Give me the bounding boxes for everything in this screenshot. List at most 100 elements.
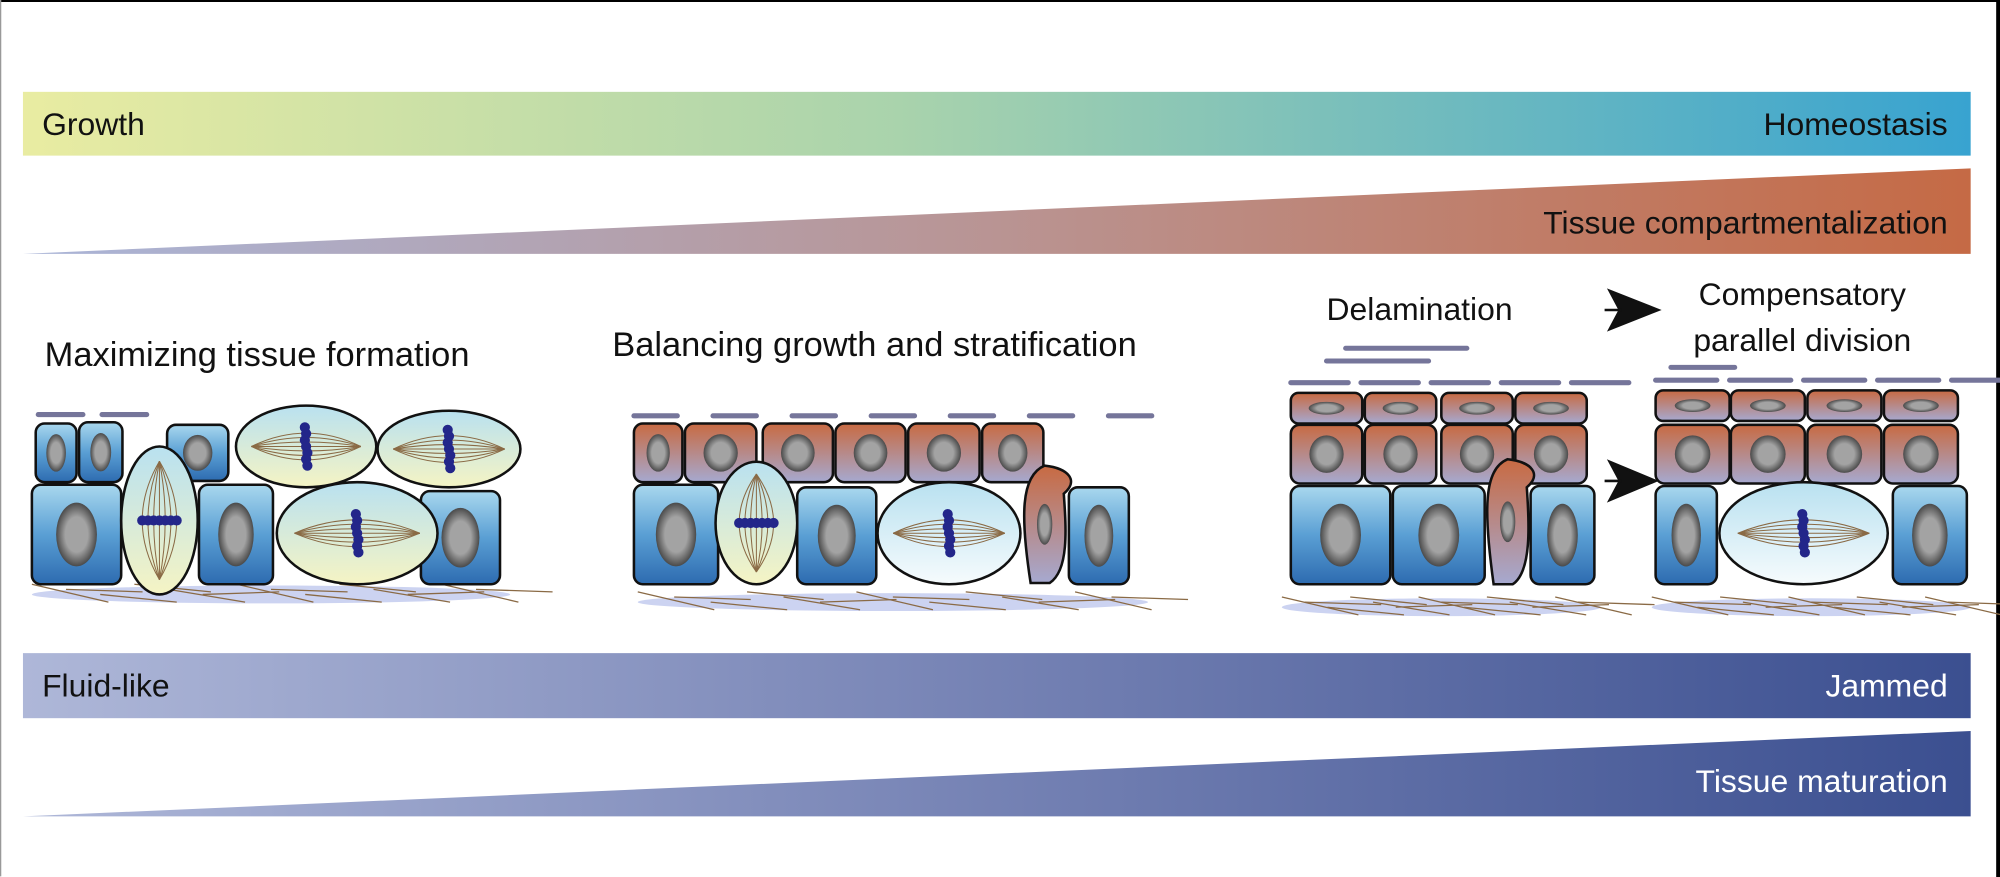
- cell: [1514, 423, 1589, 485]
- matrix-fiber: [1765, 604, 1843, 608]
- nucleus: [56, 502, 97, 567]
- mitotic-cell: [119, 445, 199, 596]
- matrix-fiber: [1947, 601, 2000, 605]
- basement-membrane: [1651, 598, 1971, 617]
- nucleus: [1418, 503, 1460, 567]
- squamous-cell: [1654, 389, 1731, 423]
- cell: [980, 422, 1045, 484]
- panel4-title-line1: Compensatory: [1699, 276, 1906, 312]
- nucleus: [90, 433, 112, 472]
- matrix-fiber: [1441, 601, 1518, 606]
- matrix-fiber: [236, 583, 314, 603]
- nucleus: [646, 434, 670, 472]
- matrix-fiber: [1924, 596, 2000, 616]
- nucleus: [1750, 435, 1786, 473]
- matrix-fiber: [339, 583, 416, 593]
- nucleus: [1309, 435, 1344, 473]
- matrix-fiber: [1532, 604, 1609, 608]
- matrix-fiber: [1304, 601, 1382, 606]
- matrix-fiber: [1486, 596, 1564, 606]
- cell: [906, 422, 981, 484]
- matrix-fiber: [819, 598, 897, 603]
- chromosome: [768, 517, 779, 529]
- nucleus: [926, 434, 962, 472]
- mitotic-cell: [234, 404, 378, 489]
- matrix-fiber: [1395, 604, 1473, 608]
- growth-homeostasis-bar: [22, 91, 1971, 156]
- matrix-fiber: [783, 596, 861, 611]
- delaminating-cell: [1022, 464, 1073, 585]
- nucleus: [1547, 503, 1578, 567]
- frame-right: [1996, 0, 2000, 877]
- matrix-fiber: [1856, 596, 1934, 606]
- nucleus: [1382, 401, 1419, 415]
- matrix-fiber: [441, 583, 519, 603]
- nucleus: [703, 434, 738, 472]
- squamous-cell: [1806, 389, 1883, 423]
- matrix-fiber: [1811, 601, 1888, 606]
- cell: [1729, 423, 1807, 485]
- mitotic-cell: [275, 480, 439, 586]
- squamous-cell: [1514, 391, 1589, 425]
- panel4-title-line2: parallel division: [1693, 322, 1911, 358]
- nucleus: [1826, 399, 1863, 413]
- growth-label: Growth: [42, 106, 145, 142]
- matrix-fiber: [202, 591, 280, 596]
- matrix-fiber: [373, 588, 451, 603]
- nucleus: [1036, 503, 1053, 545]
- matrix-fiber: [1902, 604, 1979, 608]
- matrix-fiber: [168, 588, 246, 603]
- homeostasis-label: Homeostasis: [1763, 106, 1947, 142]
- basement-membrane: [1281, 598, 1601, 617]
- squamous-cell: [1882, 389, 1960, 423]
- matrix-fiber: [1111, 596, 1189, 601]
- nucleus: [1533, 401, 1569, 415]
- nucleus: [183, 434, 213, 471]
- matrix-fiber: [1281, 596, 1359, 616]
- nucleus: [1903, 435, 1939, 473]
- matrix-fiber: [31, 583, 109, 603]
- cell: [34, 422, 78, 484]
- delaminating-cell: [1485, 457, 1536, 586]
- matrix-fiber: [965, 591, 1043, 601]
- cell: [30, 483, 123, 586]
- matrix-fiber: [66, 588, 143, 593]
- matrix-fiber: [856, 591, 934, 611]
- nucleus: [1533, 435, 1569, 473]
- nucleus: [46, 434, 66, 472]
- matrix-fiber: [929, 601, 1006, 611]
- nucleus: [1084, 504, 1114, 567]
- matrix-fiber: [100, 593, 177, 603]
- nucleus: [817, 504, 856, 567]
- matrix-fiber: [1464, 606, 1541, 616]
- nucleus: [1459, 435, 1495, 473]
- nucleus: [1308, 401, 1345, 415]
- matrix-fiber: [1555, 596, 1632, 616]
- nucleus: [1903, 399, 1939, 413]
- nucleus: [1674, 435, 1711, 473]
- matrix-fiber: [1002, 596, 1079, 611]
- matrix-fiber: [1742, 601, 1820, 616]
- matrix-fiber: [1697, 606, 1774, 616]
- cell: [1806, 423, 1883, 485]
- nucleus: [441, 507, 480, 568]
- cell: [1654, 423, 1731, 485]
- matrix-fiber: [1350, 596, 1427, 606]
- tissue-maturation-wedge: [22, 730, 1971, 817]
- matrix-fiber: [637, 591, 715, 611]
- cell: [1882, 423, 1960, 485]
- matrix-fiber: [1674, 601, 1752, 606]
- panel3-title: Delamination: [1327, 291, 1513, 327]
- matrix-fiber: [305, 593, 382, 603]
- matrix-fiber: [476, 588, 553, 593]
- nucleus: [780, 434, 815, 472]
- chromosome: [945, 547, 956, 558]
- nucleus: [998, 434, 1028, 472]
- cell: [1391, 484, 1486, 586]
- chromosome: [171, 515, 182, 526]
- arrow-right-icon: [1604, 459, 1659, 503]
- nucleus: [1500, 501, 1516, 543]
- cell: [1067, 486, 1131, 586]
